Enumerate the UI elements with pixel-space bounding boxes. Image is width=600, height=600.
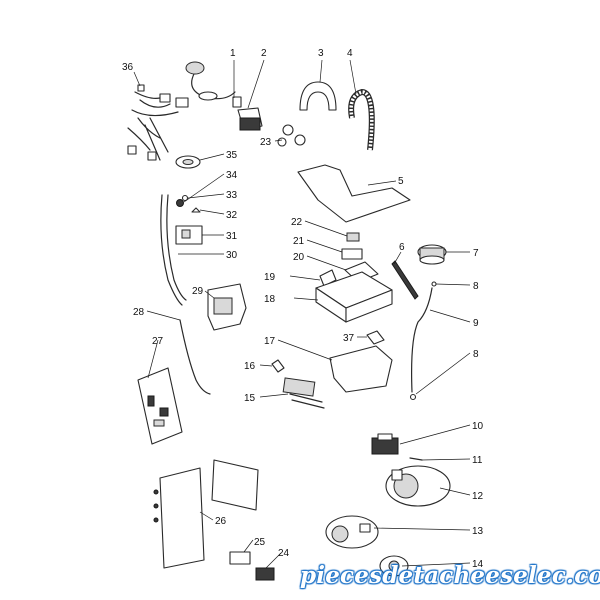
part-31-lock-block [175, 225, 203, 245]
label-part-15: 15 [244, 393, 256, 404]
part-number-labels: 1 2 3 4 5 6 7 8 9 8 10 11 12 13 14 15 16… [122, 48, 484, 570]
part-28-cable [179, 319, 211, 395]
part-13-drain-pump [325, 515, 379, 549]
label-part-16: 16 [244, 361, 256, 372]
label-part-14: 14 [472, 559, 484, 570]
label-part-24: 24 [278, 548, 290, 559]
label-part-30: 30 [226, 250, 238, 261]
label-part-18: 18 [264, 294, 276, 305]
leader-lines [133, 59, 471, 569]
label-part-31: 31 [226, 231, 238, 242]
label-part-37: 37 [343, 333, 355, 344]
label-part-13: 13 [472, 526, 484, 537]
label-part-4: 4 [347, 48, 353, 59]
part-33-washer [181, 194, 189, 202]
label-part-35: 35 [226, 150, 238, 161]
part-27-control-board [137, 367, 183, 445]
part-12-motor [385, 465, 451, 507]
part-3-hose-support [299, 81, 337, 111]
part-16-sensor-clip [271, 359, 285, 373]
part-5-top-cover-plate [297, 164, 411, 223]
label-part-29: 29 [192, 286, 204, 297]
part-37-clip [366, 330, 385, 345]
part-25-knob [229, 551, 251, 565]
part-8-ring-bottom [409, 393, 417, 401]
part-11-screw [409, 457, 423, 461]
label-part-23: 23 [260, 137, 272, 148]
label-part-9: 9 [473, 318, 479, 329]
label-part-19: 19 [264, 272, 276, 283]
part-34-nut [176, 199, 184, 207]
label-part-5: 5 [398, 176, 404, 187]
part-23-clip [277, 124, 306, 147]
part-36-wiring-harness [127, 84, 189, 161]
part-30-seal-strip [160, 194, 183, 306]
part-29-door-interlock [207, 283, 247, 331]
label-part-8-top: 8 [473, 281, 479, 292]
label-part-12: 12 [472, 491, 484, 502]
part-24-capacitor [255, 567, 275, 581]
part-1-2-power-cord-and-filter [185, 61, 263, 131]
label-part-33: 33 [226, 190, 238, 201]
label-part-2: 2 [261, 48, 267, 59]
label-part-36: 36 [122, 62, 134, 73]
part-18-detergent-drawer [315, 271, 393, 323]
part-15-heating-element [282, 377, 325, 409]
label-part-8-bottom: 8 [473, 349, 479, 360]
label-part-6: 6 [399, 242, 405, 253]
label-part-10: 10 [472, 421, 484, 432]
part-9-pressure-tube [411, 287, 433, 393]
part-26-control-panel-cover [153, 459, 259, 569]
label-part-17: 17 [264, 336, 276, 347]
label-part-34: 34 [226, 170, 238, 181]
label-part-3: 3 [318, 48, 324, 59]
label-part-22: 22 [291, 217, 303, 228]
part-21-lid [341, 248, 363, 260]
part-14-pump-filter [379, 555, 409, 577]
label-part-27: 27 [152, 336, 164, 347]
label-part-21: 21 [293, 236, 305, 247]
site-watermark: piecesdetacheeselec.com [300, 562, 600, 589]
label-part-1: 1 [230, 48, 236, 59]
label-part-32: 32 [226, 210, 238, 221]
part-6-rod [391, 260, 419, 300]
label-part-26: 26 [215, 516, 227, 527]
part-10-coil [371, 433, 399, 455]
part-32-tab [191, 207, 201, 213]
part-22-cap [346, 232, 360, 242]
label-part-7: 7 [473, 248, 479, 259]
label-part-20: 20 [293, 252, 305, 263]
label-part-25: 25 [254, 537, 266, 548]
part-7-pressure-switch [417, 244, 447, 265]
part-8-ring-top [431, 281, 437, 287]
part-17-drawer-housing [329, 345, 393, 393]
label-part-11: 11 [472, 455, 483, 466]
label-part-28: 28 [133, 307, 145, 318]
